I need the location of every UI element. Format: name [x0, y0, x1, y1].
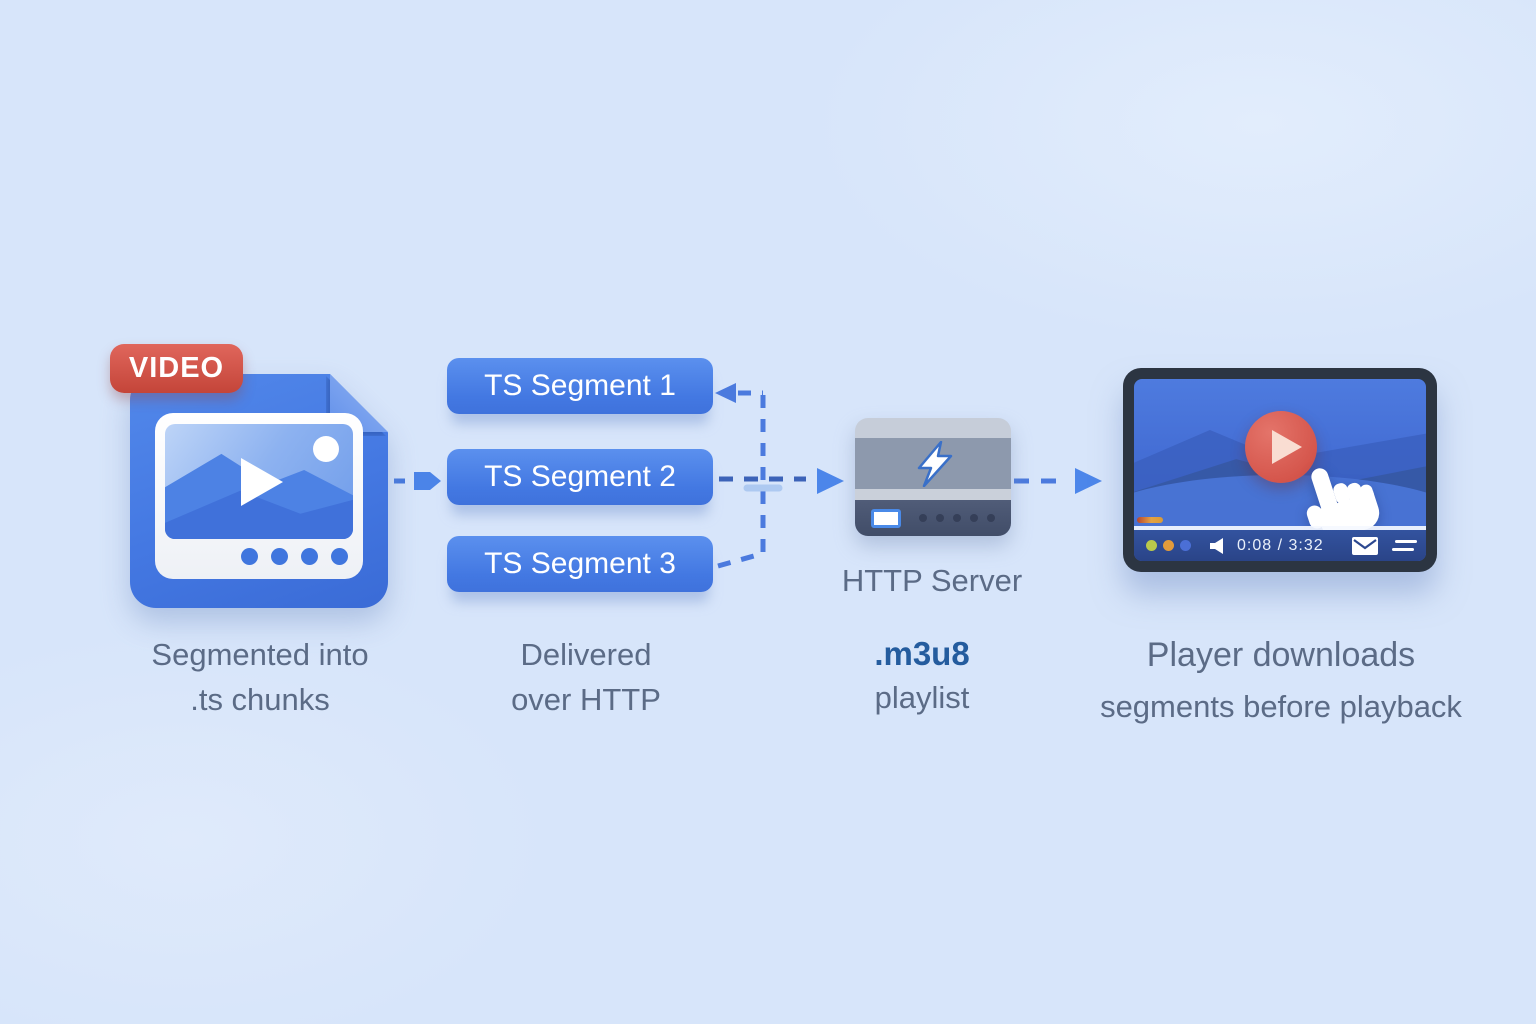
volume-icon [1210, 537, 1223, 554]
timestamp: 0:08 / 3:32 [1237, 536, 1324, 554]
envelope-icon [1352, 536, 1378, 555]
playlist-label: playlist [874, 680, 970, 715]
caption-line: segments before playback [1100, 689, 1462, 724]
ts-segment-1: TS Segment 1 [447, 358, 713, 414]
video-badge: VIDEO [110, 344, 243, 393]
http-server-icon [855, 418, 1011, 536]
caption-line: over HTTP [511, 682, 661, 717]
server-band [855, 489, 1011, 500]
caption-line: Segmented into [151, 637, 369, 672]
player-screen: 0:08 / 3:32 [1134, 379, 1426, 561]
server-body [855, 418, 1011, 536]
lightning-icon [917, 440, 953, 487]
buffer-progress [1137, 517, 1163, 523]
server-port-dots [919, 514, 995, 522]
ts-segment-3-label: TS Segment 3 [484, 547, 676, 580]
ts-segment-2-label: TS Segment 2 [484, 460, 676, 493]
caption-line: Delivered [520, 637, 652, 672]
arrow-file-to-segments [394, 472, 441, 490]
caption-player-downloads: Player downloads segments before playbac… [1059, 630, 1503, 732]
server-panel [855, 500, 1011, 536]
play-icon [1272, 430, 1302, 464]
caption-delivered: Delivered over HTTP [431, 632, 741, 722]
sun-icon [313, 436, 339, 462]
ts-segment-1-label: TS Segment 1 [484, 369, 676, 402]
caption-line: HTTP Server [841, 563, 1023, 598]
file-thumbnail-frame [155, 413, 363, 579]
screen-wave [1134, 475, 1426, 533]
progress-track [1134, 526, 1426, 530]
dot [301, 548, 318, 565]
caption-line: .ts chunks [190, 682, 330, 717]
arrow-segments-to-server [817, 468, 844, 494]
ts-segment-2: TS Segment 2 [447, 449, 713, 505]
dot [331, 548, 348, 565]
status-dot-green [1146, 540, 1157, 551]
bracket-segments [715, 383, 806, 569]
menu-lines-icon [1392, 540, 1417, 551]
m3u8-label: .m3u8 [874, 635, 970, 672]
caption-m3u8-playlist: .m3u8 playlist [810, 632, 1034, 720]
status-dot-orange [1163, 540, 1174, 551]
caption-line: Player downloads [1146, 636, 1416, 674]
video-thumbnail [165, 424, 353, 539]
video-file-icon [130, 374, 388, 608]
dot [241, 548, 258, 565]
server-led-icon [871, 508, 901, 528]
play-button [1245, 411, 1317, 483]
server-band [855, 418, 1011, 438]
video-badge-label: VIDEO [128, 352, 225, 384]
player-control-bar: 0:08 / 3:32 [1134, 530, 1426, 561]
arrow-server-to-player [1014, 468, 1102, 494]
server-face [855, 438, 1011, 489]
file-dots [241, 548, 348, 565]
caption-segmented: Segmented into .ts chunks [70, 632, 450, 722]
video-player: 0:08 / 3:32 [1123, 368, 1437, 572]
caption-http-server: HTTP Server [820, 558, 1044, 603]
status-dot-blue [1180, 540, 1191, 551]
dot [271, 548, 288, 565]
ts-segment-3: TS Segment 3 [447, 536, 713, 592]
